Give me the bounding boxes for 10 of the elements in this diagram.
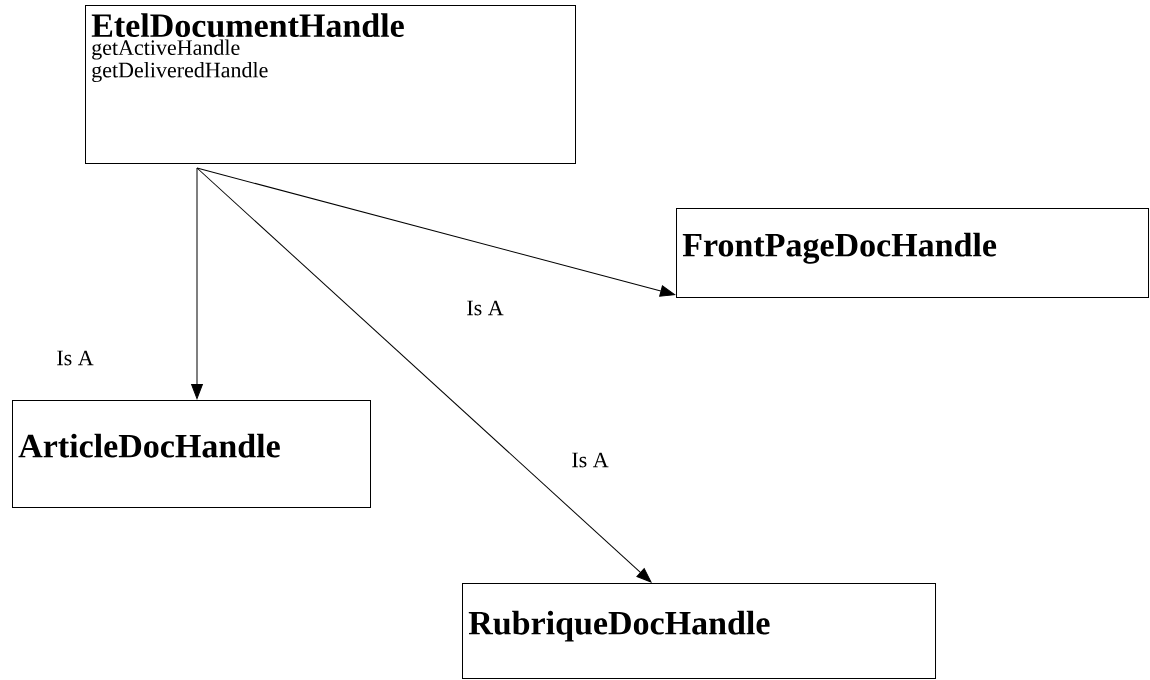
edge-label: Is A [464, 298, 506, 318]
edge-label: Is A [569, 450, 611, 470]
arrow [196, 167, 676, 297]
class-box: ArticleDocHandle [12, 400, 371, 508]
arrow [196, 167, 652, 583]
class-box: FrontPageDocHandle [676, 208, 1149, 298]
class-box: EtelDocumentHandle getActiveHandle getDeliveredHandle [85, 5, 576, 164]
edge-label: Is A [54, 348, 96, 368]
class-box: RubriqueDocHandle [462, 583, 936, 679]
arrow [191, 167, 203, 400]
